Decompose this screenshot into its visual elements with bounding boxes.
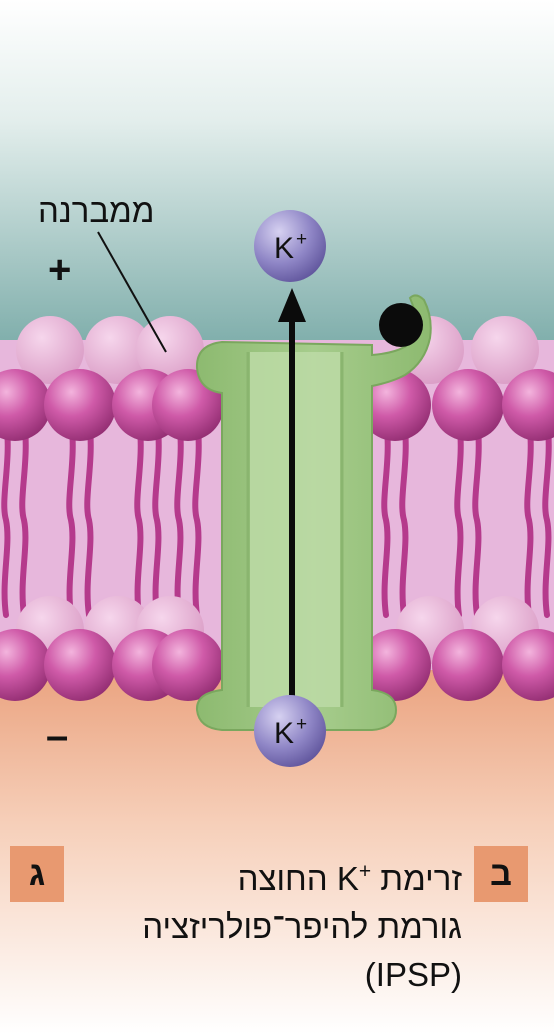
caption: זרימת K+ החוצה גורמת להיפר־פולריזציה (IP… bbox=[82, 848, 462, 999]
ligand-dot bbox=[379, 303, 423, 347]
phospholipid-head bbox=[432, 629, 504, 701]
phospholipid-tail bbox=[19, 417, 29, 618]
phospholipid-head-back bbox=[471, 316, 539, 384]
phospholipid-tail bbox=[84, 417, 94, 618]
caption-line-2: גורמת להיפר־פולריזציה bbox=[142, 908, 462, 945]
phospholipid-tail bbox=[524, 417, 534, 618]
caption-line-3: (IPSP) bbox=[364, 956, 462, 993]
phospholipid-tail bbox=[66, 417, 76, 618]
potassium-ion-bottom: K + bbox=[254, 695, 326, 767]
phospholipid-tail bbox=[399, 417, 409, 618]
phospholipid-head bbox=[502, 369, 554, 441]
phospholipid-head bbox=[359, 369, 431, 441]
phospholipid-tail bbox=[381, 417, 391, 618]
phospholipid-tail bbox=[472, 417, 482, 618]
caption-line-1: זרימת K+ החוצה bbox=[82, 848, 462, 903]
phospholipid-head bbox=[44, 629, 116, 701]
ion-charge: + bbox=[296, 714, 307, 735]
ion-symbol: K bbox=[274, 717, 294, 750]
phospholipid-head bbox=[432, 369, 504, 441]
inside-charge-sign: – bbox=[46, 714, 69, 758]
panel-letter-right: ב bbox=[474, 846, 528, 902]
phospholipid-heads-inner-layer bbox=[0, 629, 554, 701]
caption-ion-symbol: K bbox=[336, 860, 359, 897]
phospholipid-head bbox=[0, 369, 51, 441]
phospholipid-tail bbox=[1, 417, 11, 618]
caption-text: זרימת bbox=[371, 860, 462, 897]
phospholipid-tail bbox=[174, 417, 184, 618]
outside-charge-sign: + bbox=[48, 248, 72, 292]
phospholipid-tail bbox=[192, 417, 202, 618]
phospholipid-head bbox=[44, 369, 116, 441]
phospholipid-tail bbox=[454, 417, 464, 618]
caption-ion: K+ bbox=[337, 860, 371, 897]
phospholipid-head bbox=[502, 629, 554, 701]
membrane-label: ממברנה bbox=[38, 192, 155, 229]
phospholipid-tail bbox=[152, 417, 162, 618]
phospholipid-back-row-top bbox=[16, 316, 539, 384]
extracellular-space bbox=[0, 0, 554, 345]
ion-symbol: K bbox=[274, 232, 294, 265]
caption-ion-charge: + bbox=[358, 860, 372, 883]
caption-text: החוצה bbox=[237, 860, 337, 897]
ion-charge: + bbox=[296, 229, 307, 250]
phospholipid-head bbox=[152, 629, 224, 701]
membrane-leader-line bbox=[97, 231, 167, 353]
phospholipid-head-back bbox=[136, 316, 204, 384]
potassium-ion-top: K + bbox=[254, 210, 326, 282]
phospholipid-tails bbox=[1, 417, 552, 618]
phospholipid-tail bbox=[134, 417, 144, 618]
phospholipid-head bbox=[0, 629, 51, 701]
phospholipid-tail bbox=[542, 417, 552, 618]
phospholipid-head-back bbox=[84, 316, 152, 384]
panel-letter-left: ג bbox=[10, 846, 64, 902]
phospholipid-head bbox=[359, 629, 431, 701]
phospholipid-heads-outer-layer bbox=[0, 369, 554, 441]
potassium-efflux-arrow bbox=[278, 288, 306, 700]
phospholipid-head-back bbox=[16, 316, 84, 384]
